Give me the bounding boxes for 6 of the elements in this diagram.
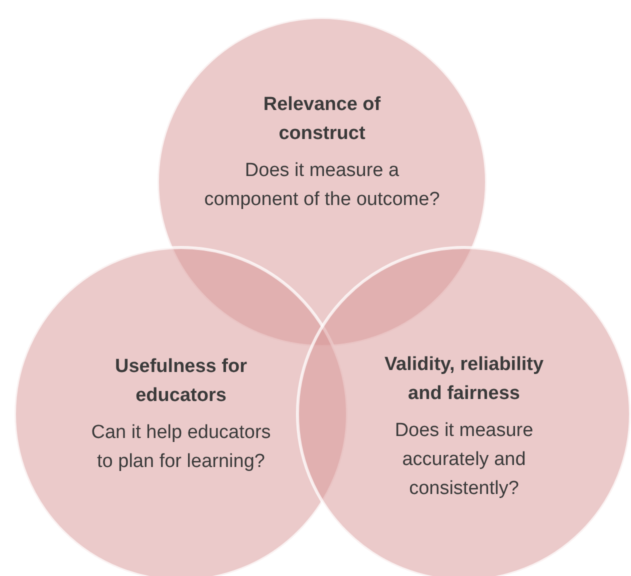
circle-heading: Validity, reliability and fairness — [383, 353, 545, 406]
circle-heading: Relevance of construct — [263, 93, 381, 146]
circle-text: Can it help educators to plan for learning? — [90, 421, 272, 474]
circle-text: Does it measure accurately and consistently? — [394, 419, 534, 501]
circle-heading: Usefulness for educators — [114, 355, 248, 408]
circle-text: Does it measure a component of the outcome? — [203, 159, 441, 212]
